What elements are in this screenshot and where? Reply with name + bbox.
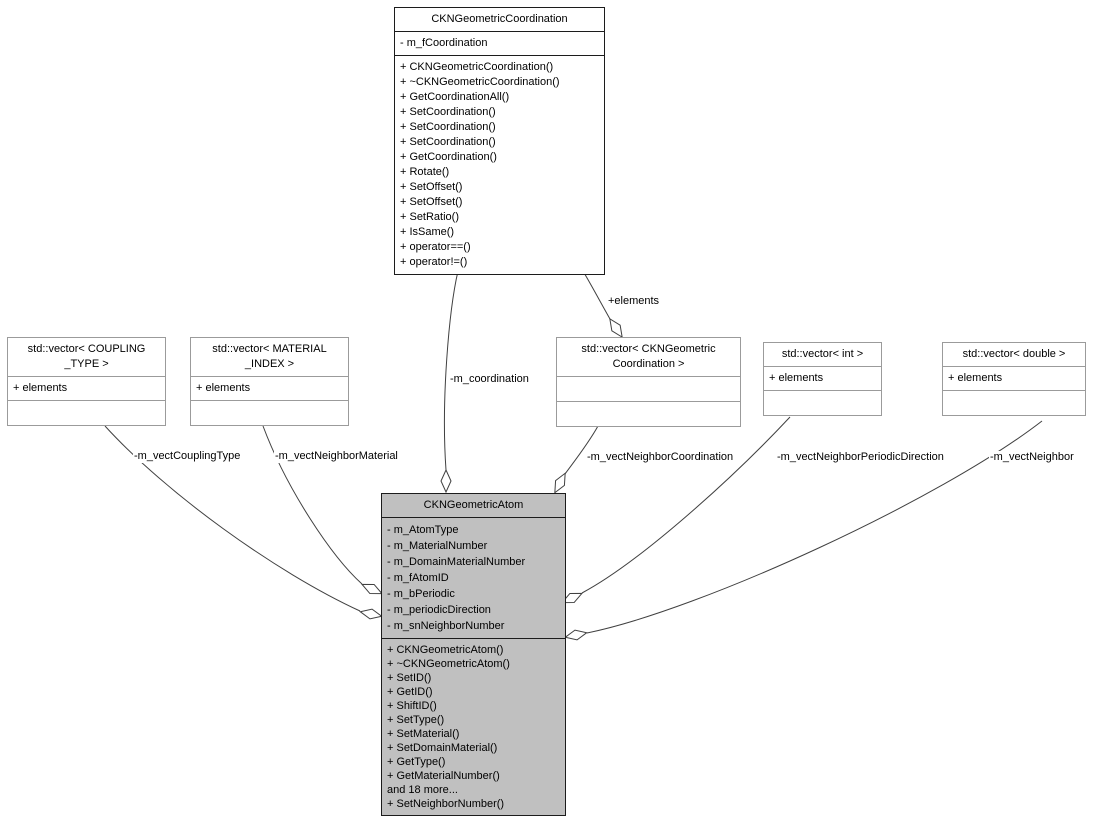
class-methods — [764, 390, 881, 415]
class-methods — [943, 390, 1085, 415]
class-title: std::vector< double > — [943, 343, 1085, 366]
attribute-row: - m_MaterialNumber — [387, 540, 488, 552]
class-title: std::vector< MATERIAL_INDEX > — [191, 338, 348, 376]
class-node-ckngeometriccoordination[interactable]: CKNGeometricCoordination - m_fCoordinati… — [394, 7, 605, 275]
title-line: std::vector< double > — [962, 348, 1066, 360]
class-attributes: + elements — [943, 366, 1085, 390]
class-node-vector-material-index[interactable]: std::vector< MATERIAL_INDEX > + elements — [190, 337, 349, 426]
method-row: + operator!=() — [400, 256, 468, 268]
attribute-row: - m_fAtomID — [387, 572, 449, 584]
attribute-row: - m_DomainMaterialNumber — [387, 556, 526, 568]
title-line: std::vector< COUPLING — [27, 343, 146, 355]
method-row: + SetRatio() — [400, 211, 459, 223]
method-row: + CKNGeometricCoordination() — [400, 61, 554, 73]
edge-vect-neighbor-coordination — [564, 425, 599, 475]
method-row: + SetCoordination() — [400, 121, 496, 133]
class-attributes — [557, 376, 740, 401]
edge-label-m-coordination: -m_coordination — [449, 373, 530, 386]
class-title: std::vector< COUPLING_TYPE > — [8, 338, 165, 376]
method-row: + SetCoordination() — [400, 136, 496, 148]
attribute-row: + elements — [196, 382, 251, 394]
attribute-row: + elements — [13, 382, 68, 394]
class-methods — [8, 400, 165, 425]
class-attributes: + elements — [764, 366, 881, 390]
title-line: CKNGeometricAtom — [423, 499, 524, 511]
method-row: and 18 more... — [387, 784, 458, 796]
edge-elements — [582, 270, 611, 320]
edge-label-vect-neighbor-periodic-direction: -m_vectNeighborPeriodicDirection — [776, 451, 945, 464]
class-attributes: - m_AtomType - m_MaterialNumber - m_Domain… — [382, 517, 565, 638]
method-row: + SetType() — [387, 714, 445, 726]
method-row: + GetCoordinationAll() — [400, 91, 510, 103]
class-attributes: + elements — [8, 376, 165, 400]
attribute-row: + elements — [769, 372, 824, 384]
class-attributes: - m_fCoordination — [395, 31, 604, 55]
title-line: std::vector< int > — [781, 348, 864, 360]
aggregation-diamond — [554, 472, 566, 494]
method-row: + SetCoordination() — [400, 106, 496, 118]
method-row: + GetType() — [387, 756, 446, 768]
edge-label-vect-neighbor-material: -m_vectNeighborMaterial — [274, 450, 399, 463]
attribute-row: - m_fCoordination — [400, 37, 488, 49]
method-row: + ShiftID() — [387, 700, 437, 712]
title-line: _TYPE > — [64, 358, 109, 370]
class-methods — [191, 400, 348, 425]
title-line: std::vector< MATERIAL — [212, 343, 327, 355]
method-row: + ~CKNGeometricAtom() — [387, 658, 510, 670]
class-title: CKNGeometricCoordination — [395, 8, 604, 31]
method-row: + SetOffset() — [400, 196, 463, 208]
title-line: _INDEX > — [244, 358, 295, 370]
attribute-row: - m_AtomType — [387, 524, 459, 536]
aggregation-diamond — [359, 608, 383, 620]
class-methods: + CKNGeometricCoordination() + ~CKNGeomet… — [395, 55, 604, 274]
attribute-row: - m_bPeriodic — [387, 588, 455, 600]
class-title: CKNGeometricAtom — [382, 494, 565, 517]
method-row: + operator==() — [400, 241, 471, 253]
method-row: + SetNeighborNumber() — [387, 798, 505, 810]
class-attributes: + elements — [191, 376, 348, 400]
attribute-row: + elements — [948, 372, 1003, 384]
aggregation-diamond — [564, 629, 588, 641]
method-row: + CKNGeometricAtom() — [387, 644, 504, 656]
method-row: + GetMaterialNumber() — [387, 770, 500, 782]
title-line: std::vector< CKNGeometric — [581, 343, 716, 355]
class-node-ckngeometricatom[interactable]: CKNGeometricAtom - m_AtomType - m_Materia… — [381, 493, 566, 816]
class-node-vector-double[interactable]: std::vector< double > + elements — [942, 342, 1086, 416]
edge-label-elements: +elements — [607, 295, 661, 308]
edge-label-vect-neighbor-coordination: -m_vectNeighborCoordination — [586, 451, 735, 464]
method-row: + GetID() — [387, 686, 433, 698]
method-row: + GetCoordination() — [400, 151, 497, 163]
class-methods — [557, 401, 740, 426]
method-row: + SetOffset() — [400, 181, 463, 193]
attribute-row: - m_periodicDirection — [387, 604, 491, 616]
class-node-vector-int[interactable]: std::vector< int > + elements — [763, 342, 882, 416]
class-title: std::vector< int > — [764, 343, 881, 366]
method-row: + Rotate() — [400, 166, 450, 178]
class-methods: + CKNGeometricAtom() + ~CKNGeometricAtom(… — [382, 638, 565, 815]
method-row: + SetMaterial() — [387, 728, 460, 740]
method-row: + ~CKNGeometricCoordination() — [400, 76, 560, 88]
edge-vect-neighbor-periodic-direction — [581, 416, 791, 594]
edge-label-vect-neighbor: -m_vectNeighbor — [989, 451, 1075, 464]
edge-label-vect-coupling-type: -m_vectCouplingType — [133, 450, 242, 463]
title-line: Coordination > — [612, 358, 685, 370]
attribute-row: - m_snNeighborNumber — [387, 620, 505, 632]
method-row: + SetDomainMaterial() — [387, 742, 498, 754]
title-line: CKNGeometricCoordination — [431, 13, 568, 25]
class-node-vector-coupling-type[interactable]: std::vector< COUPLING_TYPE > + elements — [7, 337, 166, 426]
aggregation-diamond — [440, 468, 452, 494]
method-row: + SetID() — [387, 672, 432, 684]
edge-m-coordination — [443, 270, 459, 471]
method-row: + IsSame() — [400, 226, 455, 238]
